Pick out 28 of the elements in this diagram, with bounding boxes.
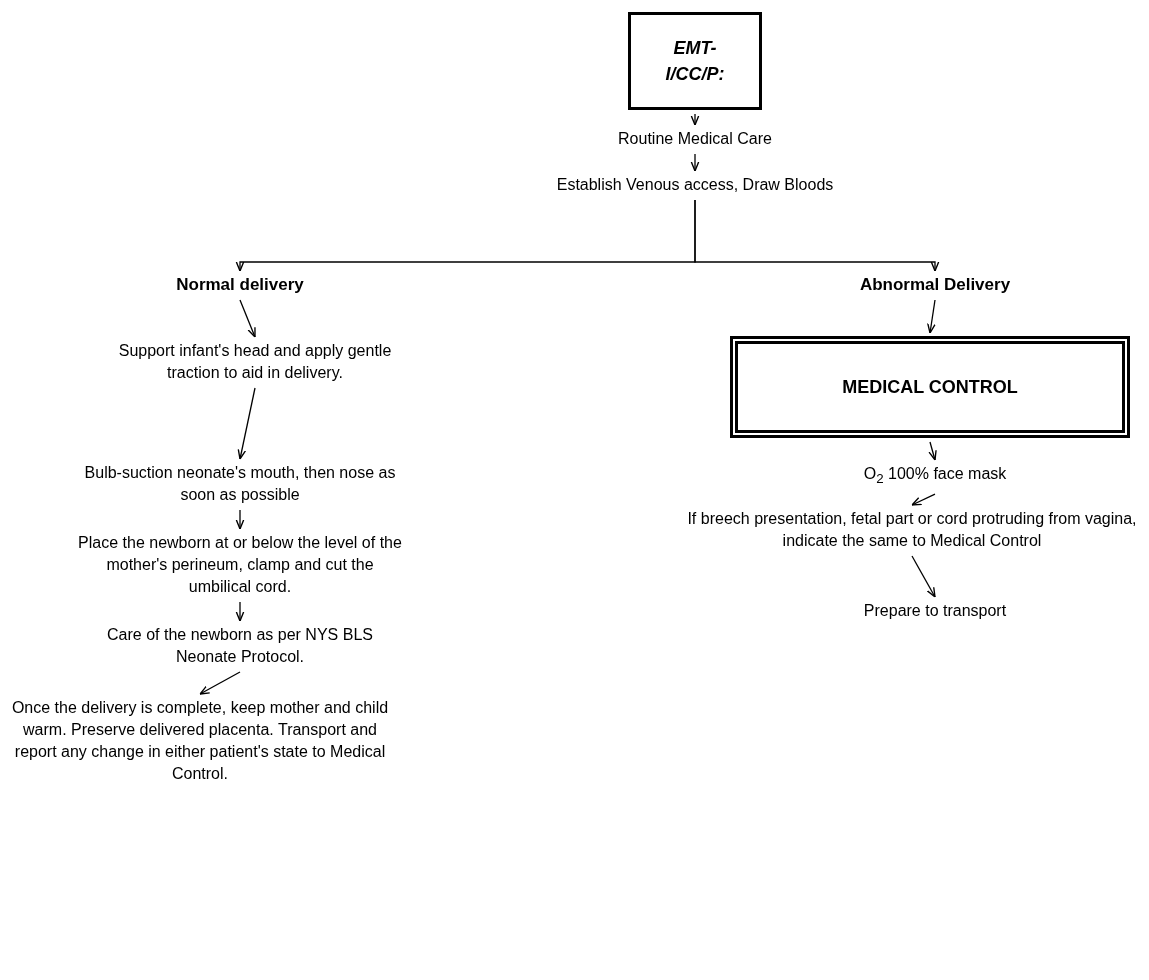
arrow <box>690 113 700 126</box>
step-text: Place the newborn at or below the level of the mother's perineum, clamp and cut the umbilical cord. <box>77 533 403 597</box>
step-text: Routine Medical Care <box>617 129 773 149</box>
arrow <box>694 199 940 272</box>
arrow <box>235 509 245 530</box>
arrow <box>690 153 700 172</box>
alert-box <box>730 336 1130 438</box>
step-text: If breech presentation, fetal part or cord protruding from vagina, indicate the same to Medical Control <box>686 509 1138 551</box>
arrow <box>237 387 256 460</box>
branch-heading: Normal delivery <box>175 274 305 296</box>
step-text: Establish Venous access, Draw Bloods <box>555 175 835 195</box>
arrow <box>239 299 256 338</box>
step-text: Care of the newborn as per NYS BLS Neonate Protocol. <box>106 625 374 667</box>
step-text: Support infant's head and apply gentle traction to aid in delivery. <box>117 341 393 383</box>
step-text: Bulb-suction neonate's mouth, then nose as soon as possible <box>83 463 397 505</box>
start-box <box>628 12 762 110</box>
arrow <box>235 601 245 622</box>
branch-heading: Abnormal Delivery <box>858 274 1012 296</box>
box-title: EMT-I/CC/P: <box>664 37 726 86</box>
arrow <box>927 299 936 334</box>
alert-text: MEDICAL CONTROL <box>842 376 1018 398</box>
arrow <box>928 441 937 461</box>
step-text: Prepare to transport <box>862 601 1008 621</box>
arrow <box>199 671 241 695</box>
step-text: O$_{2}$ 100% face mask <box>862 464 1008 489</box>
arrow <box>911 555 936 598</box>
step-text: Once the delivery is complete, keep mother and child warm. Preserve delivered placenta. Transport and report any change in either patient's state to Medical Control. <box>10 698 390 784</box>
arrow <box>911 493 936 506</box>
